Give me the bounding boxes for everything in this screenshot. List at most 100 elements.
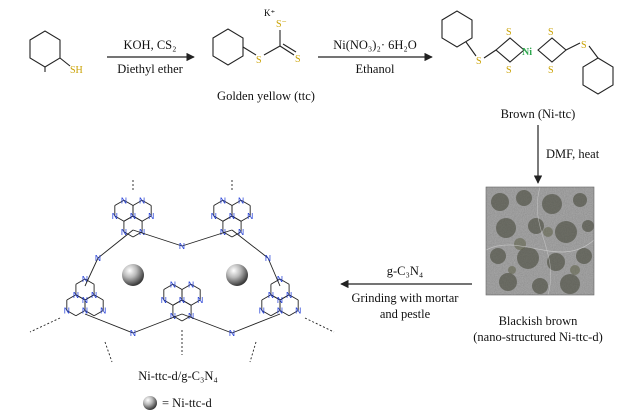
network-bond: [231, 313, 281, 334]
nitrogen-atom: N: [188, 311, 194, 321]
nitrogen-atom: N: [220, 195, 226, 205]
ni-ttc-s6: S: [581, 40, 587, 51]
network-bond: [75, 294, 86, 301]
ni-ttc-label: Brown (Ni-ttc): [501, 107, 576, 121]
nitrogen-atom: N: [211, 211, 217, 221]
network-bond: [270, 278, 281, 285]
nitrogen-atom: N: [220, 227, 226, 237]
step2-reagent-bottom: Ethanol: [356, 62, 395, 76]
network-bond: [163, 299, 174, 306]
ni-ttc-s4: S: [548, 27, 554, 38]
legend: = Ni-ttc-d: [143, 396, 212, 410]
nitrogen-atom: N: [238, 195, 244, 205]
network-bond: [66, 310, 77, 317]
nitrogen-atom: N: [121, 227, 127, 237]
nitrogen-atom: N: [188, 279, 194, 289]
nitrogen-atom: N: [277, 295, 283, 305]
legend-sphere: [143, 396, 157, 410]
network-bond: [114, 199, 125, 206]
nitrogen-atom: N: [170, 279, 176, 289]
network-bond: [84, 313, 134, 334]
network-bond: [270, 294, 281, 301]
nitrogen-atom: N: [91, 290, 97, 300]
network-bond: [231, 229, 269, 259]
network-bond: [84, 310, 95, 317]
ni-ttc-s1: S: [476, 56, 482, 67]
ttc-bridge-sulfur: S: [256, 55, 262, 66]
network-bond: [181, 229, 233, 247]
network-bond: [132, 199, 143, 206]
network-bond: [231, 215, 242, 222]
network-bond: [240, 215, 251, 222]
network-bond: [261, 310, 272, 317]
nitrogen-atom: N: [139, 195, 145, 205]
nitrogen-atom: N: [197, 295, 203, 305]
nitrogen-atom: N: [148, 211, 154, 221]
network-bond: [181, 313, 233, 334]
nitrogen-atom: N: [295, 306, 301, 316]
network-bond: [181, 283, 192, 290]
step1-reagent-bottom: Diethyl ether: [117, 62, 183, 76]
nitrogen-atom: N: [179, 295, 185, 305]
network-bond: [172, 299, 183, 306]
network-bond: [190, 283, 201, 290]
network-bond: [231, 199, 242, 206]
network-bond: [240, 199, 251, 206]
step2-reagent-top: Ni(NO₃)₂· 6H₂O: [333, 38, 417, 52]
nano-label-line1: Blackish brown: [499, 314, 579, 328]
nitrogen-atom: N: [95, 253, 101, 263]
network-bond: [123, 199, 134, 206]
nitrogen-atom: N: [277, 306, 283, 316]
nitrogen-atom: N: [82, 295, 88, 305]
ttc-anion-sulfur: S⁻: [276, 19, 287, 30]
nitrogen-atom: N: [170, 311, 176, 321]
network-bond: [75, 310, 86, 317]
network-bond: [222, 199, 233, 206]
nitrogen-atom: N: [268, 290, 274, 300]
network-extension-bond: [29, 317, 61, 333]
legend-text: = Ni-ttc-d: [162, 396, 212, 410]
step4-reagent-top: g-C₃N₄: [387, 264, 424, 278]
nitrogen-atom: N: [100, 306, 106, 316]
ni-ttc-s2: S: [506, 27, 512, 38]
network-bond: [132, 313, 183, 334]
nitrogen-atom: N: [277, 274, 283, 284]
nitrogen-atom: N: [130, 328, 136, 338]
ni-ttc-s5: S: [548, 65, 554, 76]
composite-label: Ni-ttc-d/g-C₃N₄: [138, 369, 218, 383]
network-bond: [123, 231, 134, 238]
nitrogen-atom: N: [139, 227, 145, 237]
nitrogen-atom: N: [247, 211, 253, 221]
thiol-sulfur-label: SH: [70, 65, 83, 76]
network-bond: [75, 278, 86, 285]
embedded-ni-ttc-d-sphere-2: [226, 264, 248, 286]
network-bond: [279, 310, 290, 317]
step4-reagent-bottom-1: Grinding with mortar: [352, 291, 460, 305]
nitrogen-atom: N: [265, 253, 271, 263]
step2-arrow-group: Ni(NO₃)₂· 6H₂O Ethanol: [318, 38, 433, 76]
nickel-center: Ni: [522, 47, 532, 58]
nitrogen-atom: N: [179, 241, 185, 251]
nitrogen-atom: N: [259, 306, 265, 316]
embedded-ni-ttc-d-sphere-1: [122, 264, 144, 286]
network-bond: [84, 278, 95, 285]
network-bond: [270, 310, 281, 317]
step4-arrow-group: g-C₃N₄ Grinding with mortar and pestle: [340, 264, 472, 321]
ttc-molecule: S K⁺ S⁻ S: [212, 8, 301, 66]
network-bond: [261, 294, 272, 301]
nitrogen-atom: N: [161, 295, 167, 305]
tem-micrograph: [485, 186, 595, 296]
nitrogen-atom: N: [82, 274, 88, 284]
network-bond: [213, 199, 224, 206]
network-bond: [267, 257, 281, 287]
network-bond: [288, 310, 299, 317]
network-bond: [93, 294, 104, 301]
network-bond: [97, 229, 134, 259]
nano-label-line2: (nano-structured Ni-ttc-d): [473, 330, 602, 344]
ttc-label: Golden yellow (ttc): [217, 89, 315, 103]
network-bond: [279, 294, 290, 301]
nitrogen-atom: N: [82, 306, 88, 316]
network-bond: [231, 231, 242, 238]
